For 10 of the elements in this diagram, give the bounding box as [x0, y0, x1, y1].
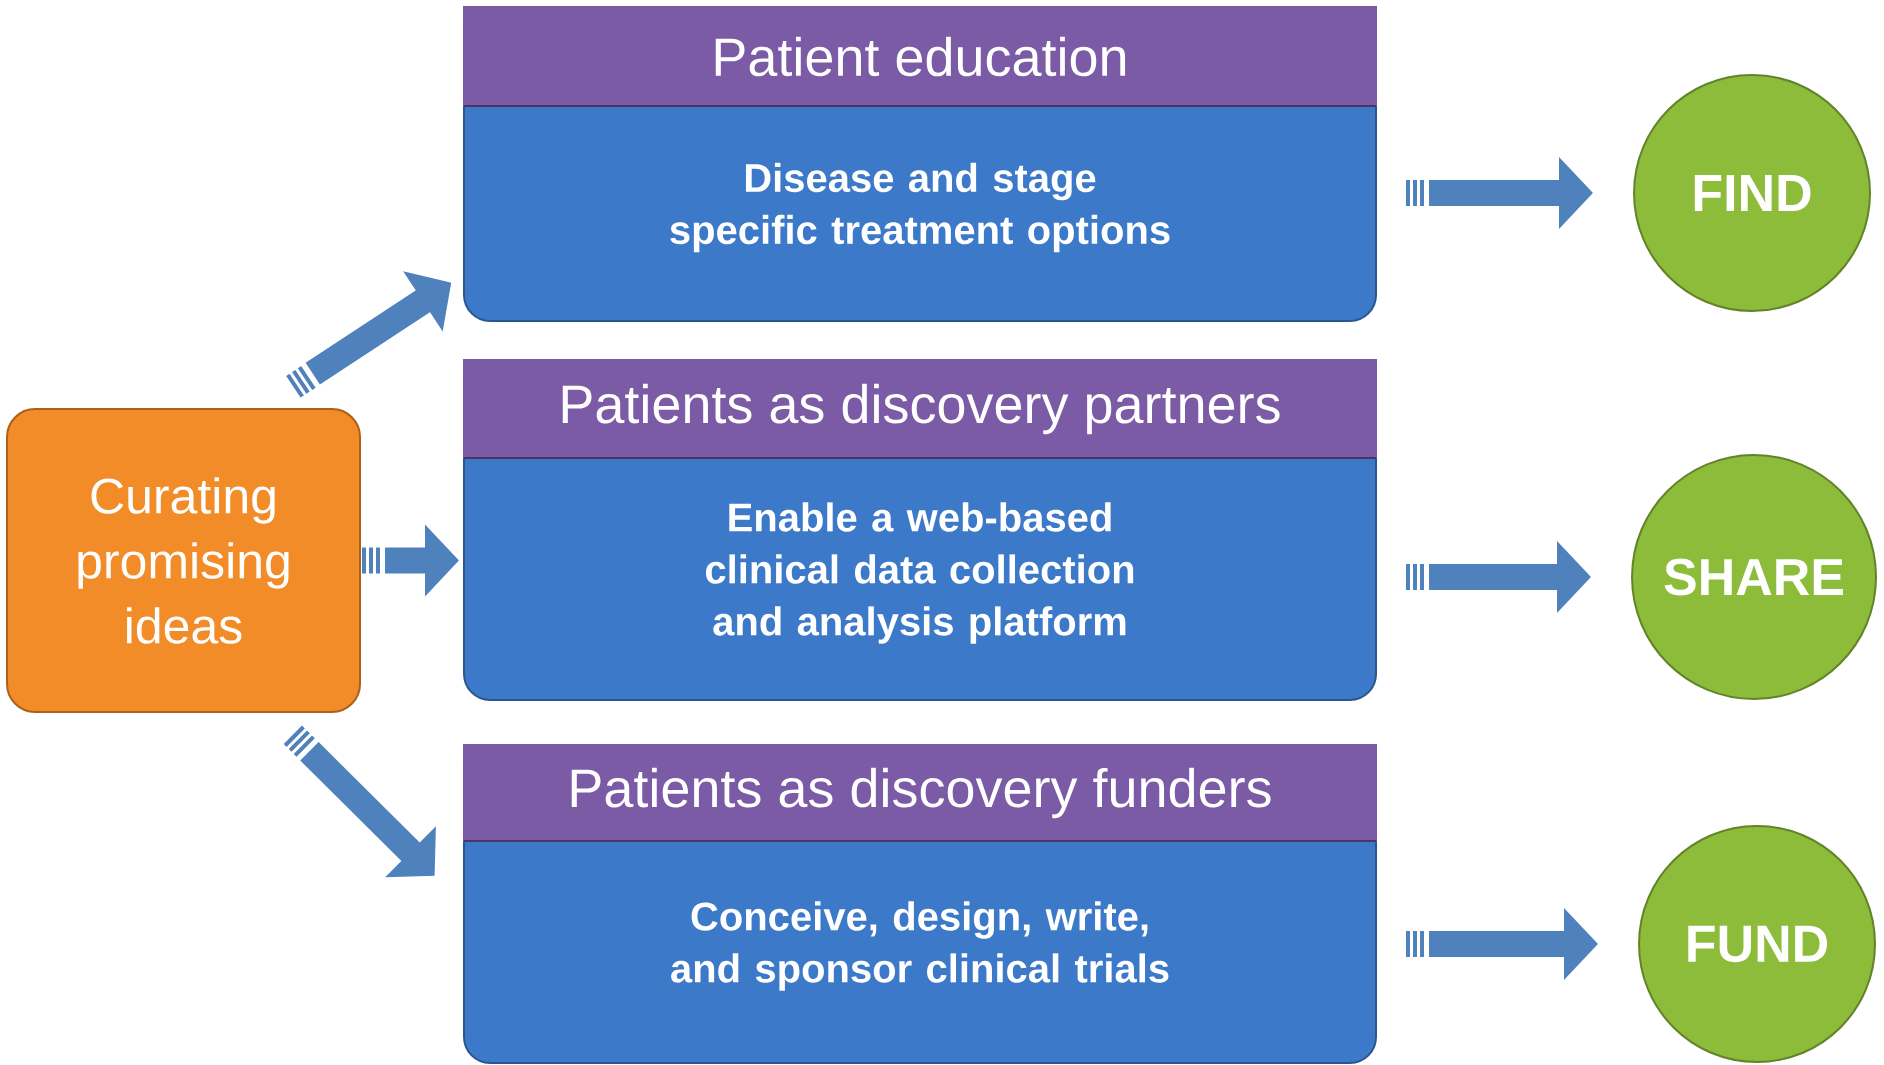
box-heading: Patients as discovery funders	[571, 767, 1271, 819]
box-heading: Patient education	[715, 36, 1126, 77]
box-text: Conceive, design, write, and sponsor clinical trials	[671, 901, 1169, 991]
box-heading: Patients as discovery partners	[562, 383, 1280, 435]
process-box	[463, 359, 1377, 701]
box-text: Disease and stage specific treatment options	[670, 162, 1170, 253]
rounded-box: Curating promising ideas	[6, 408, 361, 713]
process-box	[463, 6, 1377, 322]
process-box	[463, 744, 1377, 1064]
box-text: Enable a web-based clinical data collection and analysis platform	[705, 502, 1134, 644]
